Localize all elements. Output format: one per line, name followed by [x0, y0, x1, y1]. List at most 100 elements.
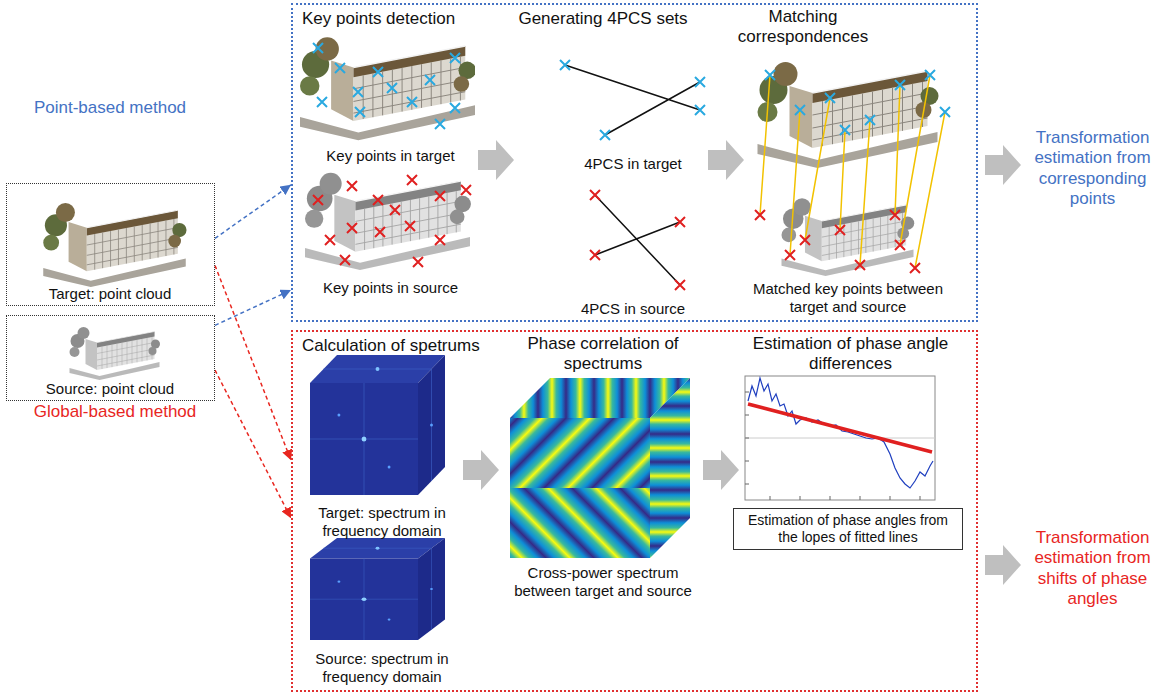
- key-point-marks: [325, 235, 335, 245]
- image-caption: Source: spectrum in frequency domain: [302, 650, 462, 686]
- key-point-marks: [413, 257, 423, 267]
- matched-points: [785, 250, 795, 260]
- source-point-cloud: [782, 198, 915, 276]
- key-point-marks: [450, 53, 460, 63]
- key-point-marks: [355, 107, 365, 117]
- matched-points: [895, 240, 905, 250]
- key-point-marks: [435, 235, 445, 245]
- matched-points: [835, 225, 845, 235]
- process-arrow: [463, 450, 499, 490]
- key-point-marks: [335, 63, 345, 73]
- method-label: Point-based method: [15, 98, 205, 118]
- key-point-marks: [450, 103, 460, 113]
- key-point-marks: [390, 205, 400, 215]
- matched-points: [800, 235, 810, 245]
- point-cloud-box: Target: point cloud: [6, 183, 215, 306]
- matched-points: [910, 263, 920, 273]
- key-point-marks: [313, 43, 323, 53]
- phase-plot: [745, 392, 920, 500]
- 4pcs-points: [695, 77, 705, 87]
- result-label: Transformation estimation from correspon…: [1024, 128, 1161, 210]
- 4pcs-points: [590, 190, 685, 290]
- 4pcs-points: [695, 105, 705, 115]
- key-point-marks: [405, 221, 415, 231]
- matched-points: [895, 80, 905, 90]
- key-point-marks: [313, 43, 460, 129]
- method-region: Key points detectionKey points in target…: [291, 3, 978, 322]
- matched-points: [795, 105, 805, 115]
- 4pcs-points: [675, 217, 685, 227]
- point-cloud-box: Source: point cloud: [6, 315, 215, 401]
- image-caption: Target: spectrum in frequency domain: [302, 504, 462, 540]
- matched-points: [755, 210, 920, 273]
- image-caption: 4PCS in source: [558, 300, 708, 318]
- cloud-caption: Source: point cloud: [7, 380, 213, 398]
- target-spectrum-cube: [310, 355, 445, 495]
- key-point-marks: [373, 67, 383, 77]
- key-point-marks: [340, 255, 350, 265]
- process-arrow: [985, 145, 1021, 185]
- step-heading: Key points detection: [302, 9, 502, 29]
- key-point-marks: [317, 97, 327, 107]
- step-heading: Calculation of spetrums: [302, 336, 522, 356]
- image-caption: Matched key points between target and so…: [733, 280, 963, 316]
- matched-points: [840, 125, 850, 135]
- dashed-connector: [215, 265, 291, 460]
- key-point-marks: [375, 227, 385, 237]
- source-point-cloud: [70, 327, 161, 380]
- step-heading: Matching correspondences: [723, 7, 883, 48]
- matched-points: [765, 70, 775, 80]
- method-region: Estimation of phase angles from the lope…: [291, 330, 978, 692]
- source-spectrum-cube: [310, 538, 445, 640]
- key-point-marks: [435, 191, 445, 201]
- process-arrow: [985, 545, 1021, 585]
- phase-plot: [745, 376, 935, 500]
- key-point-marks: [347, 181, 357, 191]
- 4pcs-lines: [595, 195, 680, 285]
- image-caption: Cross-power spectrum between target and …: [508, 564, 698, 600]
- key-point-marks: [407, 97, 417, 107]
- 4pcs-lines: [565, 65, 700, 135]
- key-point-marks: [387, 83, 397, 93]
- matched-points: [865, 115, 875, 125]
- process-arrow: [708, 140, 744, 180]
- cloud-caption: Target: point cloud: [7, 285, 213, 303]
- image-caption: Key points in target: [303, 147, 478, 165]
- key-point-marks: [347, 223, 357, 233]
- key-point-marks: [313, 195, 323, 205]
- key-point-marks: [425, 75, 435, 85]
- phase-plot: [748, 404, 932, 452]
- step-heading: Estimation of phase angle differences: [743, 334, 958, 375]
- matched-points: [890, 210, 900, 220]
- dashed-connector: [215, 370, 291, 518]
- phase-plot: [745, 376, 935, 500]
- step-heading: Generating 4PCS sets: [503, 9, 703, 29]
- key-point-marks: [353, 87, 363, 97]
- 4pcs-points: [560, 60, 570, 70]
- target-point-cloud: [43, 203, 186, 287]
- method-label: Global-based method: [15, 402, 215, 422]
- matched-points: [825, 93, 835, 103]
- image-caption: Key points in source: [303, 279, 478, 297]
- phase-plot: [748, 378, 933, 488]
- phase-plot: [748, 378, 933, 488]
- matched-points: [755, 210, 765, 220]
- key-point-marks: [461, 185, 471, 195]
- 4pcs-points: [590, 190, 600, 200]
- dashed-connector: [215, 185, 291, 239]
- matched-points: [855, 260, 865, 270]
- key-point-marks: [373, 195, 383, 205]
- process-arrow: [478, 140, 514, 180]
- 4pcs-points: [560, 60, 705, 140]
- phase-plot: [745, 438, 935, 439]
- plot-caption: Estimation of phase angles from the lope…: [739, 512, 957, 546]
- 4pcs-points: [675, 280, 685, 290]
- 4pcs-points: [600, 130, 610, 140]
- key-point-marks: [435, 119, 445, 129]
- 4pcs-points: [590, 250, 600, 260]
- correspondence-lines: [760, 75, 945, 268]
- target-point-cloud: [758, 62, 939, 168]
- process-arrow: [703, 450, 739, 490]
- key-point-marks: [313, 175, 471, 267]
